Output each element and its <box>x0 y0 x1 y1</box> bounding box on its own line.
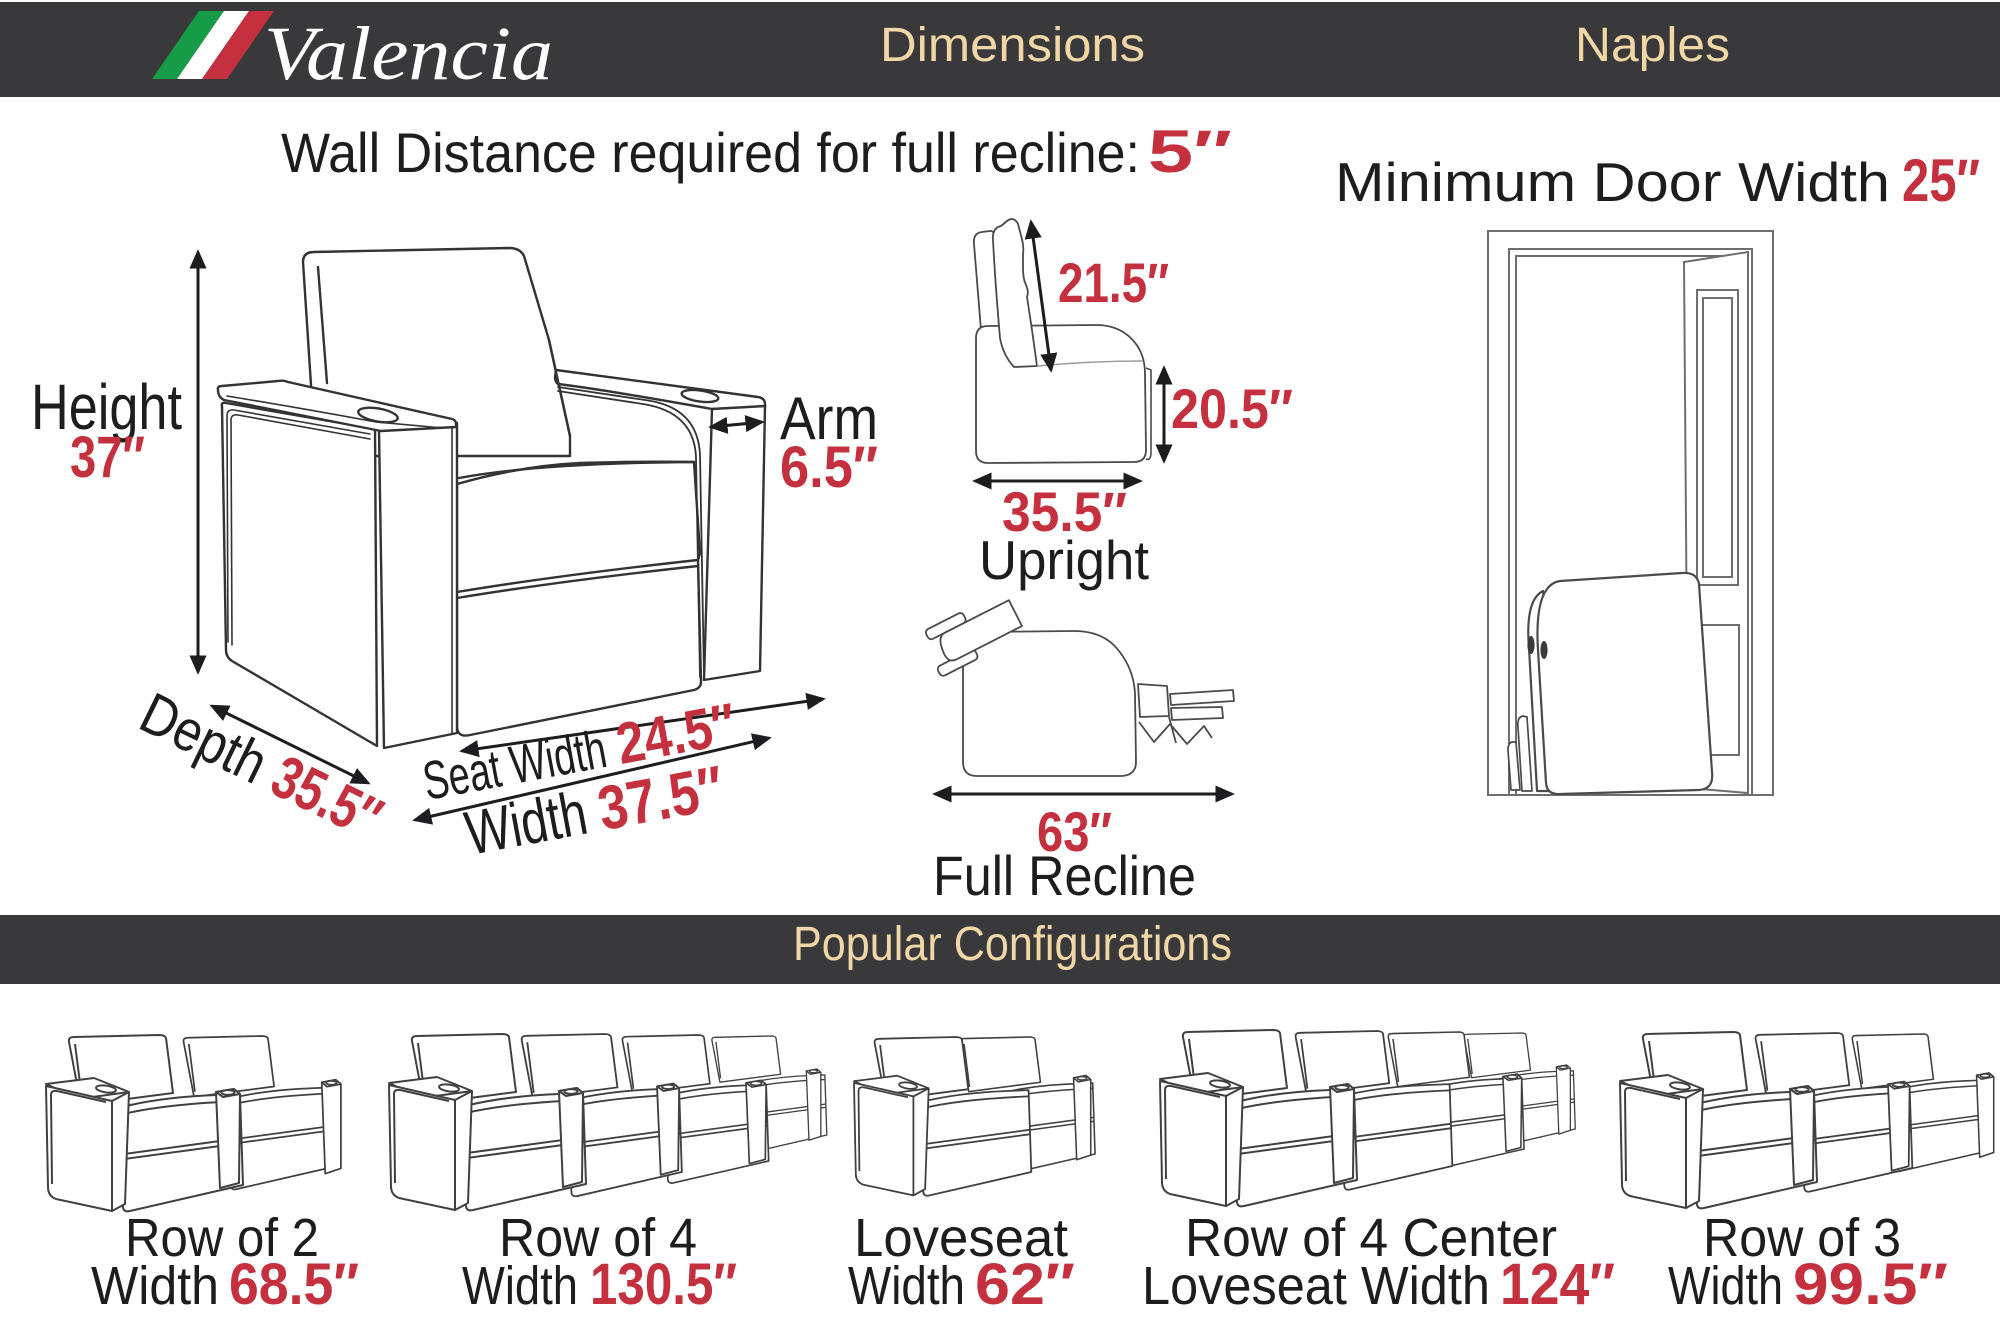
svg-text:130.5″: 130.5″ <box>590 1252 737 1317</box>
svg-text:5″: 5″ <box>1148 118 1232 185</box>
svg-text:68.5″: 68.5″ <box>229 1252 359 1317</box>
svg-text:Width: Width <box>91 1256 219 1316</box>
svg-text:6.5″: 6.5″ <box>780 435 878 500</box>
svg-text:37″: 37″ <box>70 425 145 490</box>
svg-text:Dimensions: Dimensions <box>880 19 1145 72</box>
svg-text:Popular Configurations: Popular Configurations <box>793 918 1232 971</box>
svg-text:Height: Height <box>31 371 182 443</box>
svg-text:Width: Width <box>462 1256 578 1316</box>
svg-text:20.5″: 20.5″ <box>1171 377 1293 440</box>
svg-text:Row of 4 Center: Row of 4 Center <box>1185 1208 1557 1268</box>
svg-text:Naples: Naples <box>1575 19 1730 72</box>
svg-text:99.5″: 99.5″ <box>1793 1252 1948 1317</box>
svg-text:Valencia: Valencia <box>264 12 553 96</box>
svg-text:Width: Width <box>1668 1256 1783 1316</box>
svg-text:Arm: Arm <box>780 385 878 452</box>
svg-text:Wall Distance required for ful: Wall Distance required for full recline: <box>281 121 1140 184</box>
svg-text:Full Recline: Full Recline <box>933 844 1196 907</box>
svg-text:124″: 124″ <box>1500 1252 1615 1317</box>
svg-text:Loveseat: Loveseat <box>854 1208 1068 1268</box>
svg-text:62″: 62″ <box>975 1252 1075 1317</box>
svg-text:Minimum Door Width: Minimum Door Width <box>1335 151 1890 213</box>
svg-text:63″: 63″ <box>1037 800 1112 863</box>
svg-text:Row of 3: Row of 3 <box>1703 1208 1901 1268</box>
svg-text:Loveseat Width: Loveseat Width <box>1142 1256 1490 1316</box>
svg-text:25″: 25″ <box>1902 147 1980 214</box>
svg-text:Upright: Upright <box>979 529 1149 591</box>
svg-text:35.5″: 35.5″ <box>1002 480 1127 543</box>
svg-text:Width: Width <box>848 1256 965 1316</box>
svg-text:21.5″: 21.5″ <box>1058 251 1169 314</box>
svg-text:Row of 4: Row of 4 <box>499 1208 697 1268</box>
svg-text:Row of 2: Row of 2 <box>125 1208 319 1268</box>
